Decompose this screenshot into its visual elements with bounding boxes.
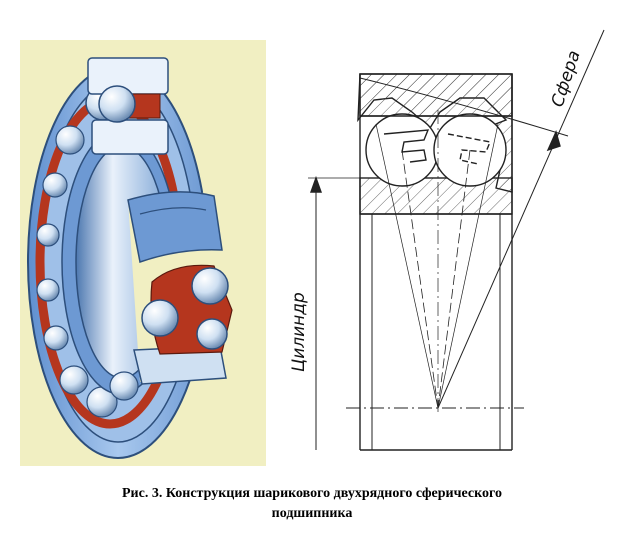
ball <box>43 325 69 351</box>
ball <box>98 85 136 123</box>
contact-line <box>375 123 439 409</box>
inner-ring-section <box>91 119 169 155</box>
bearing-cutaway-illustration <box>20 40 266 466</box>
ball <box>196 318 228 350</box>
outer-ring-section <box>359 73 513 117</box>
ball <box>191 267 229 305</box>
raceway-edge <box>139 207 207 215</box>
ball <box>141 299 179 337</box>
figure-panel: Сфера Цилиндр <box>20 29 605 466</box>
ball <box>36 223 60 247</box>
caption-line-2: подшипника <box>271 506 353 521</box>
contact-line <box>437 123 499 409</box>
outer-ring-section <box>87 57 169 95</box>
figure-caption: Рис. 3. Конструкция шарикового двухрядно… <box>0 484 624 524</box>
cage-right-profile <box>447 133 491 165</box>
contact-line <box>437 149 471 409</box>
ball <box>42 172 68 198</box>
caption-line-1: Рис. 3. Конструкция шарикового двухрядно… <box>121 486 503 501</box>
figure-svg: Сфера Цилиндр <box>20 29 605 466</box>
cutaway-section <box>109 191 233 401</box>
ball <box>55 125 85 155</box>
ball <box>109 371 139 401</box>
cylinder-label: Цилиндр <box>289 292 309 372</box>
ball <box>36 278 60 302</box>
technical-drawing <box>308 29 605 451</box>
ball <box>59 365 89 395</box>
cylinder-arrow <box>310 175 322 193</box>
sphere-arc <box>359 77 569 137</box>
sphere-radius-line <box>437 29 605 409</box>
contact-line <box>401 149 439 409</box>
top-section-cut <box>87 57 169 155</box>
outer-ring-cut-face <box>127 191 223 263</box>
cage-left-profile <box>383 129 430 163</box>
sphere-arrow <box>546 129 561 152</box>
inner-ring-section <box>359 177 513 215</box>
sphere-label: Сфера <box>548 48 585 109</box>
